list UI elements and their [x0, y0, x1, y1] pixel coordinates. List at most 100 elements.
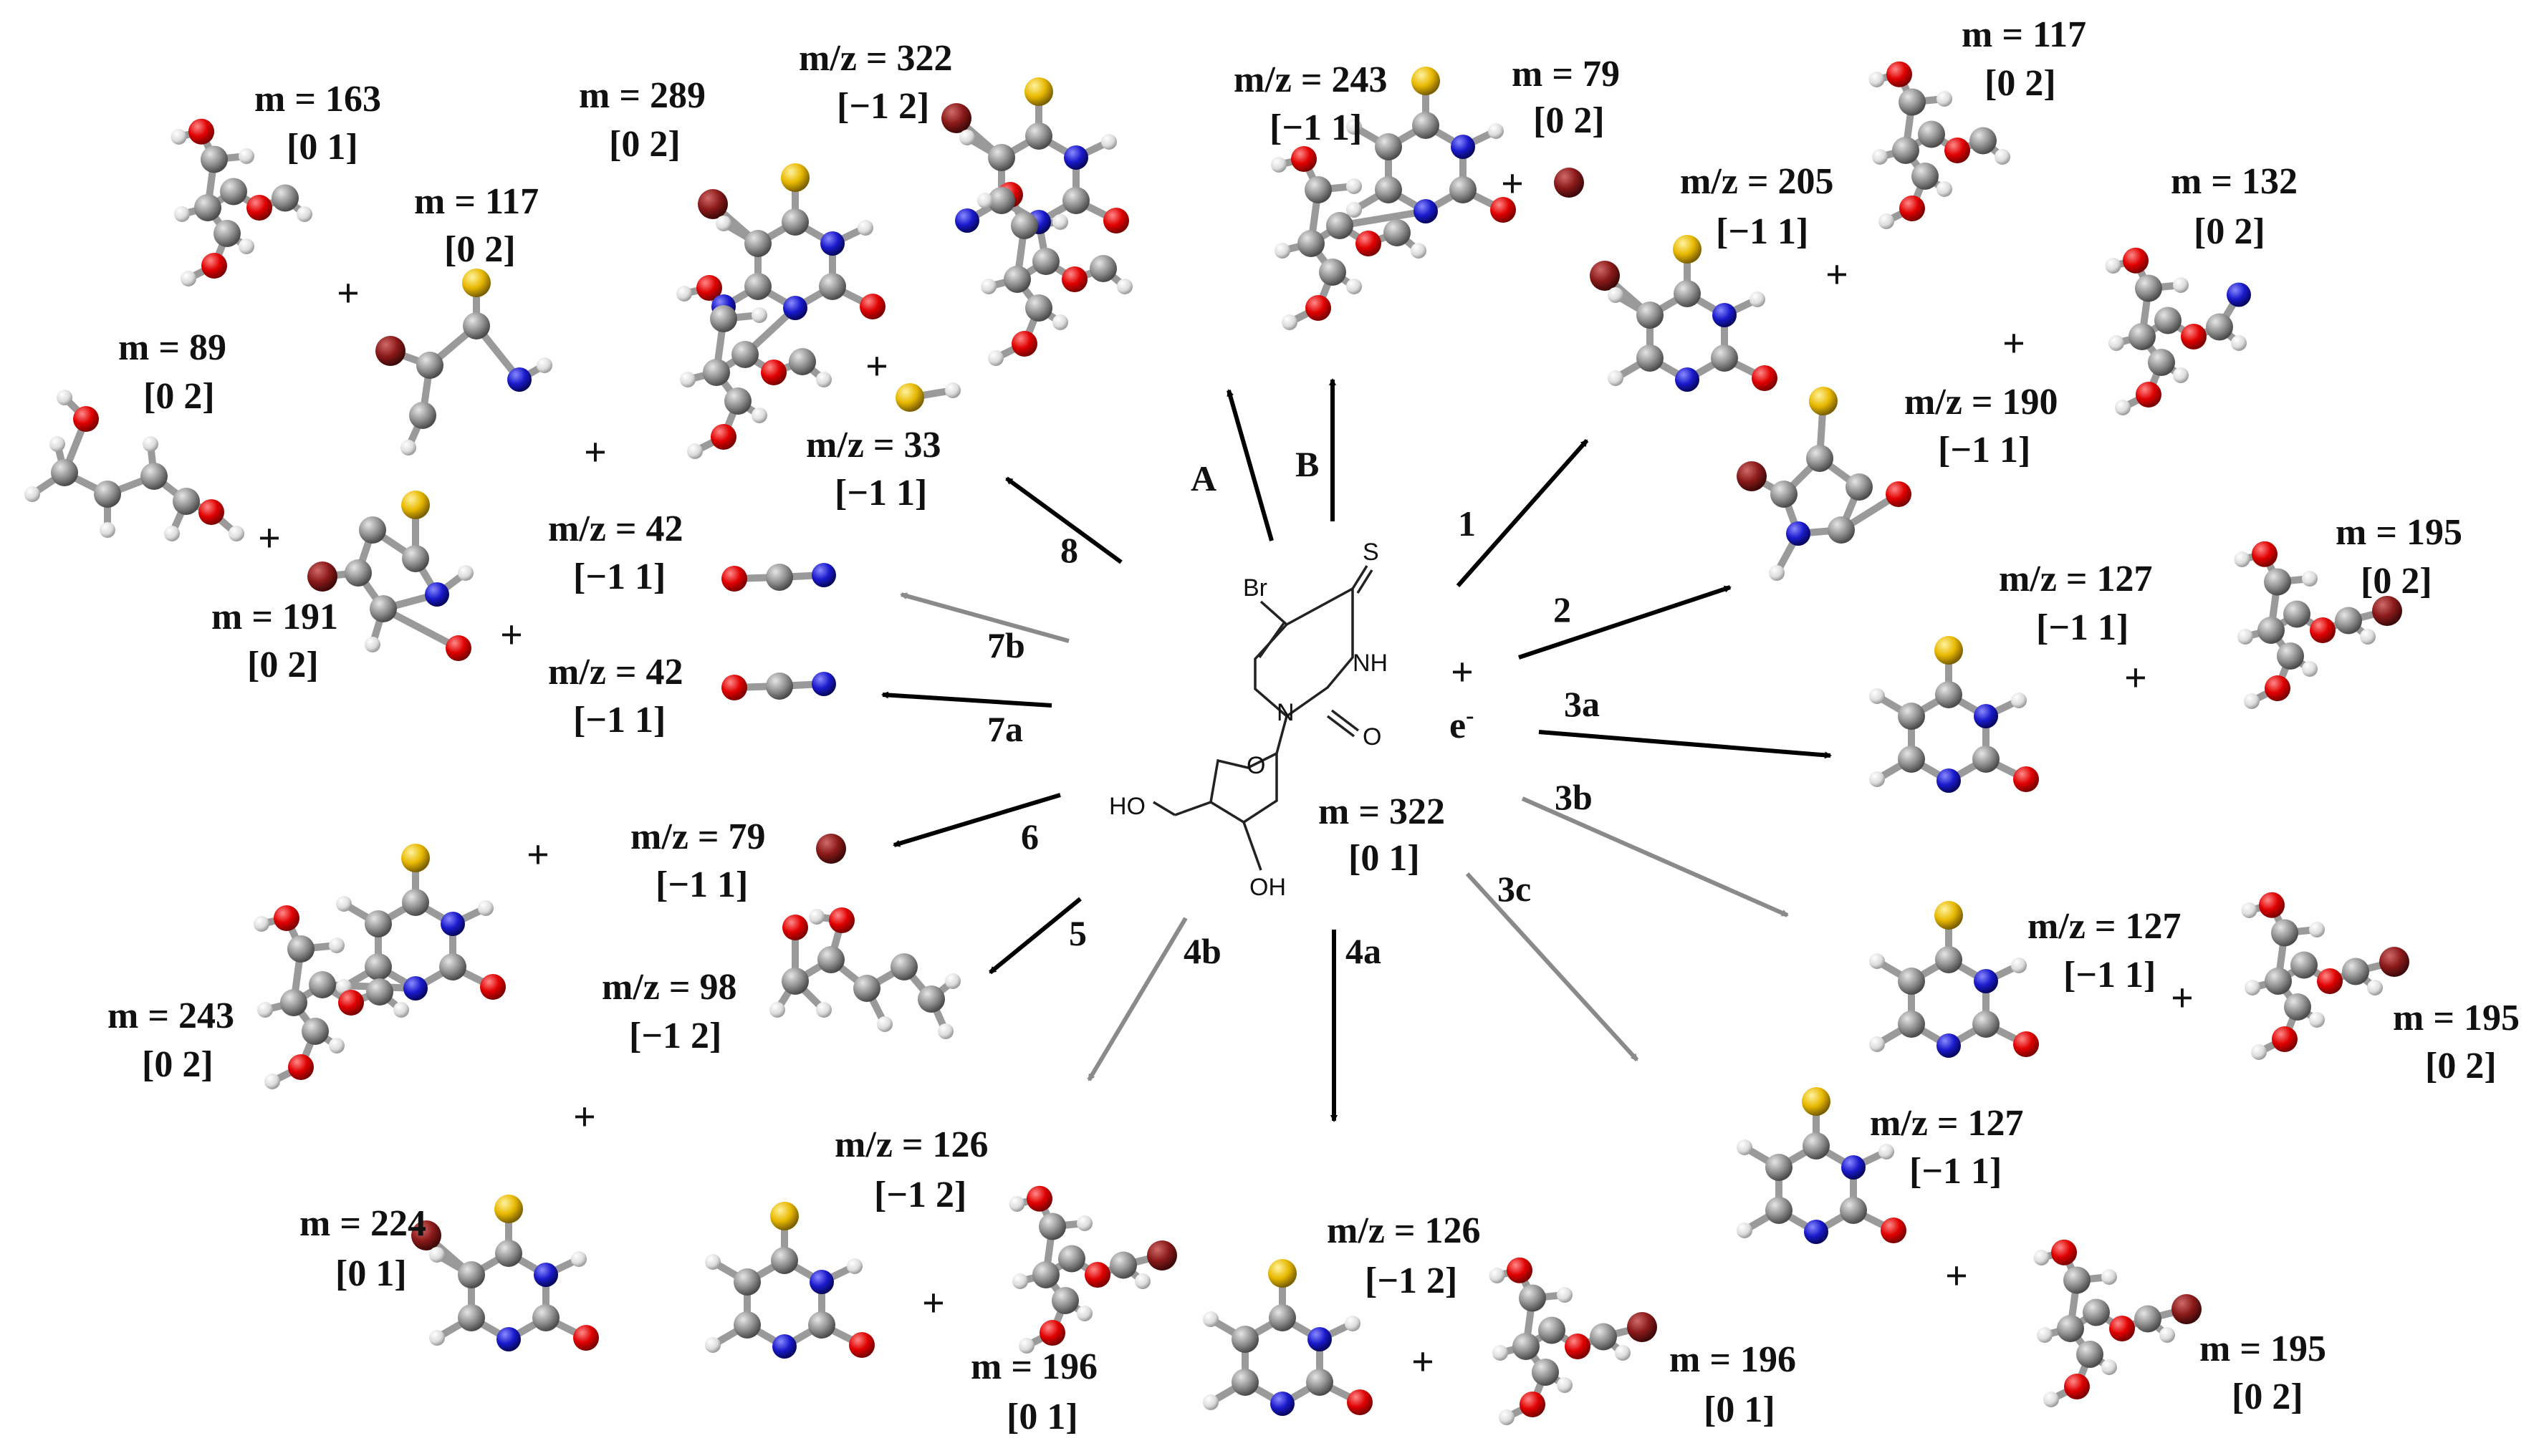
carbon-atom [2076, 1341, 2103, 1368]
path3a-ion-molecule [1869, 636, 2039, 793]
pathB-ion-molecule [1271, 67, 1516, 330]
carbon-atom [2264, 568, 2291, 596]
path7a-ion-state: [−1 1] [573, 700, 666, 741]
carbon-atom [1319, 259, 1346, 286]
hydrogen-atom [1936, 91, 1952, 107]
hydrogen-atom [716, 216, 731, 231]
hydrogen-atom [174, 206, 190, 222]
hydrogen-atom [676, 286, 692, 302]
path8-plus-1: + [337, 271, 360, 316]
path4a-ion-state: [−1 2] [1365, 1260, 1457, 1301]
nitrogen-atom [534, 1263, 558, 1287]
cs-bond [1351, 565, 1368, 589]
path3a-neutral-mass: m = 195 [2336, 512, 2462, 553]
hydrogen-atom [1117, 279, 1133, 294]
carbon-atom [1062, 187, 1090, 214]
hydrogen-atom [877, 1016, 893, 1032]
oxygen-atom [1507, 1257, 1532, 1283]
carbon-atom [345, 559, 372, 587]
carbon-atom [272, 184, 299, 212]
atom-s: S [1363, 539, 1379, 566]
path3c-neutral-molecule [2033, 1239, 2202, 1407]
plus-sign: + [1451, 650, 1474, 695]
hydrogen-atom [1499, 1409, 1515, 1425]
pathB-neutral-mass: m = 79 [1512, 54, 1620, 95]
hydrogen-atom [2011, 958, 2027, 973]
hydrogen-atom [537, 357, 552, 373]
hydrogen-atom [49, 436, 65, 452]
carbon-atom [703, 359, 730, 386]
nitrogen-atom [783, 296, 807, 320]
path2-ion-mass: m/z = 190 [1904, 382, 2058, 423]
path4b-ion-mass: m/z = 126 [835, 1124, 988, 1165]
carbon-atom [1025, 294, 1052, 322]
carbon-atom [1806, 445, 1833, 472]
hydrogen-atom [400, 440, 416, 455]
arrow-path-3c [1465, 872, 1639, 1062]
hydrogen-atom [1135, 1273, 1151, 1289]
carbon-atom [2206, 313, 2233, 341]
hydrogen-atom [2251, 1044, 2267, 1060]
path2-neutral-mass: m = 132 [2171, 161, 2298, 202]
parent-mass-label: m = 322 [1318, 791, 1445, 832]
nitrogen-atom [425, 582, 449, 607]
sulfur-atom [781, 163, 810, 192]
parent-molecule-structure: Br S NH N O O HO OH + e- m = 322 [0 1] [1109, 539, 1474, 901]
hydrogen-atom [988, 350, 1004, 366]
carbon-atom [402, 545, 429, 572]
carbon-atom [1899, 88, 1926, 116]
pathA-ion-mass: m/z = 322 [799, 38, 952, 79]
carbon-atom [94, 481, 121, 508]
path1-ion-mass: m/z = 205 [1680, 161, 1833, 202]
hydrogen-atom [1608, 287, 1623, 303]
cs-double-bond [1356, 569, 1373, 594]
path2-plus: + [2002, 322, 2025, 366]
nitrogen-atom [955, 208, 979, 233]
path5-plus: + [573, 1095, 596, 1139]
hydrogen-atom [752, 307, 767, 323]
oxygen-atom [696, 275, 722, 301]
hydrogen-atom [1275, 243, 1290, 259]
path3b-ion-molecule [1869, 901, 2039, 1058]
hydrogen-atom [959, 130, 975, 145]
hydrogen-atom [1203, 1394, 1219, 1410]
path5-n1-state: [0 2] [142, 1044, 213, 1085]
carbon-atom [365, 953, 392, 980]
sulfur-atom [462, 269, 491, 297]
path8-plus-3: + [865, 344, 888, 389]
path3a-neutral-state: [0 2] [2361, 561, 2432, 602]
carbon-atom [1898, 1011, 1925, 1038]
reaction-arrows [881, 378, 1832, 1122]
carbon-atom [1935, 681, 1962, 708]
carbon-atom [220, 178, 247, 206]
carbon-atom [819, 273, 846, 300]
hydrogen-atom [2245, 980, 2260, 995]
bond [1336, 208, 1429, 229]
oxygen-atom [1085, 1262, 1110, 1288]
bromine-atom [941, 103, 971, 133]
carbon-atom [2057, 1315, 2084, 1342]
hydrogen-atom [1615, 1345, 1631, 1361]
carbon-atom [1052, 1287, 1079, 1314]
sulfur-atom [401, 491, 430, 519]
hydrogen-atom [2231, 335, 2247, 351]
hydrogen-atom [1411, 243, 1426, 259]
carbon-atom [1803, 1132, 1830, 1160]
carbon-atom [724, 387, 752, 415]
bromine-atom [1627, 1312, 1657, 1342]
arrow-path-6 [893, 793, 1061, 847]
carbon-atom [734, 1268, 761, 1296]
oxygen-atom [1062, 266, 1088, 292]
hydrogen-atom [2309, 1012, 2325, 1028]
carbon-atom [988, 187, 1015, 214]
carbon-atom [1032, 248, 1060, 275]
carbon-atom [2271, 919, 2298, 947]
oxygen-atom [1886, 61, 1912, 87]
carbon-atom [1765, 1197, 1792, 1224]
hydrogen-atom [429, 1330, 445, 1346]
path6-bromine-atom [816, 834, 846, 864]
carbon-atom [853, 975, 880, 1002]
hydrogen-atom [769, 1002, 785, 1018]
oxygen-atom [2272, 1026, 2298, 1052]
hydrogen-atom [1872, 149, 1888, 165]
